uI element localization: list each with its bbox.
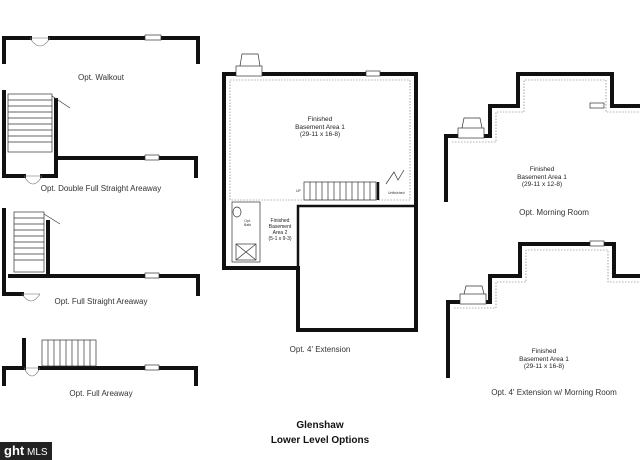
stair-full-areaway [41, 339, 97, 367]
room-dims: (29-11 x 16-8) [299, 131, 341, 138]
mls-watermark: ght MLS [0, 442, 52, 460]
double-areaway-label: Opt. Double Full Straight Areaway [40, 184, 162, 193]
room-title-line1: Finished [307, 116, 333, 123]
bath-label: Opt. Bath [244, 219, 252, 227]
stair-double-areaway [7, 93, 71, 153]
morning-room-area: Finished Basement Area 1 (29-11 x 12-8) [517, 166, 567, 189]
unfinished-label: Unfinished [388, 191, 405, 195]
room-title-line1: Finished [531, 348, 557, 355]
room-title-line2: Basement [268, 224, 292, 230]
walkout-label: Opt. Walkout [78, 73, 124, 82]
room-title-line3: Area 2 [272, 230, 288, 236]
straight-areaway-label: Opt. Full Straight Areaway [54, 297, 148, 306]
model-name: Glenshaw [296, 420, 344, 431]
room-dims: (5-1 x 9-3) [268, 236, 292, 242]
extension-room1: Finished Basement Area 1 (29-11 x 16-8) [295, 116, 345, 139]
extension-morning-area: Finished Basement Area 1 (29-11 x 16-8) [519, 348, 569, 371]
room-title-line1: Finished [529, 166, 555, 173]
stair-extension [303, 181, 377, 201]
room-dims: (29-11 x 16-8) [523, 363, 565, 370]
room-title-line1: Finished [270, 218, 290, 224]
straight-areaway-plan-walls [2, 208, 200, 296]
double-areaway-plan-walls [2, 90, 198, 178]
morning-room-label: Opt. Morning Room [519, 208, 589, 217]
room-title-line2: Basement Area 1 [519, 355, 569, 363]
room-dims: (29-11 x 12-8) [521, 181, 563, 188]
walkout-plan-walls [2, 36, 200, 64]
full-areaway-label: Opt. Full Areaway [69, 389, 133, 398]
room-title-line2: Basement Area 1 [517, 173, 567, 181]
plan-subtitle: Lower Level Options [270, 435, 370, 446]
stair-up-label: UP [296, 189, 301, 193]
extension-morning-label: Opt. 4' Extension w/ Morning Room [491, 388, 617, 397]
extension-label: Opt. 4' Extension [289, 345, 351, 354]
full-areaway-plan-walls [2, 338, 198, 386]
extension-room2: Finished Basement Area 2 (5-1 x 9-3) [268, 218, 291, 242]
extension-plan-walls [222, 72, 418, 332]
page-title: Glenshaw Lower Level Options [271, 418, 369, 448]
room-title-line2: Basement Area 1 [295, 123, 345, 131]
stair-straight-areaway [13, 211, 61, 273]
